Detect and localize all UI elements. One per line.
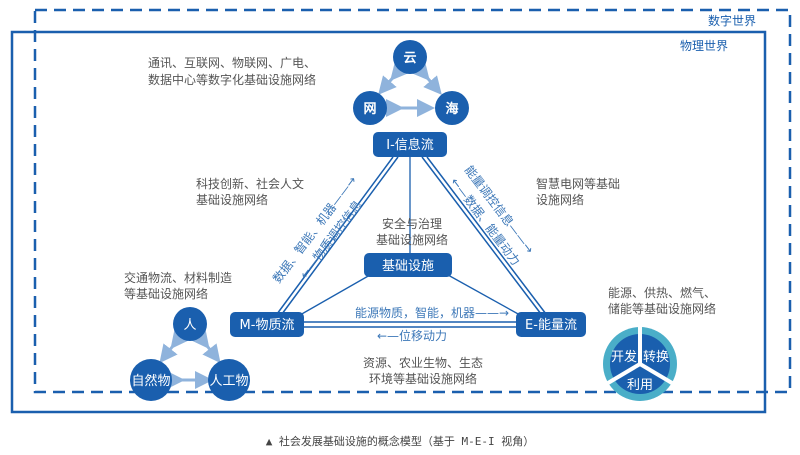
sci-note-1: 科技创新、社会人文 xyxy=(196,176,304,191)
net-node xyxy=(353,91,387,125)
artificial-node xyxy=(208,359,250,401)
human-node xyxy=(173,307,207,341)
bottom-edge-label-left: ←—位移动力 xyxy=(377,328,447,343)
natural-node xyxy=(130,359,172,401)
transport-note-1: 交通物流、材料制造 xyxy=(124,270,232,285)
physical-world-frame xyxy=(10,30,767,414)
energy-flow-node xyxy=(516,312,586,337)
sea-label: 海 xyxy=(445,101,458,117)
energy-note-2: 储能等基础设施网络 xyxy=(608,301,716,316)
sea-node xyxy=(435,91,469,125)
triangle-edges xyxy=(276,156,547,328)
net-label: 网 xyxy=(363,102,376,117)
bottom-edge-label-right: 能源物质，智能，机器——→ xyxy=(355,305,509,320)
cycle-develop-label: 开发 xyxy=(611,349,637,365)
human-label: 人 xyxy=(183,318,196,333)
natural-label: 自然物 xyxy=(131,373,170,389)
grid-note-1: 智慧电网等基础 xyxy=(536,176,620,191)
material-flow-label: M-物质流 xyxy=(240,318,295,333)
artificial-label: 人工物 xyxy=(209,374,248,389)
material-flow-node xyxy=(230,312,304,337)
energy-note-1: 能源、供热、燃气、 xyxy=(608,285,716,300)
energy-cycle-icon xyxy=(603,326,677,401)
resource-note-1: 资源、农业生物、生态 xyxy=(363,356,483,370)
digital-infra-desc-2: 数据中心等数字化基础设施网络 xyxy=(148,72,316,87)
info-flow-label: I-信息流 xyxy=(386,137,434,153)
sci-note-2: 基础设施网络 xyxy=(196,192,268,207)
infra-node xyxy=(364,253,452,277)
info-cluster-arrows xyxy=(378,61,442,117)
digital-world-frame xyxy=(33,8,792,394)
cycle-use-label: 利用 xyxy=(627,378,653,393)
info-flow-node xyxy=(373,132,447,157)
grid-note-2: 设施网络 xyxy=(536,192,584,207)
resource-note-2: 环境等基础设施网络 xyxy=(369,371,477,386)
cycle-convert-label: 转换 xyxy=(643,350,669,365)
security-note-2: 基础设施网络 xyxy=(376,232,448,247)
security-note-1: 安全与治理 xyxy=(382,216,442,231)
cloud-node xyxy=(393,40,427,74)
digital-infra-desc-1: 通讯、互联网、物联网、广电、 xyxy=(148,56,316,70)
transport-note-2: 等基础设施网络 xyxy=(124,286,208,301)
figure-caption: ▲ 社会发展基础设施的概念模型（基于 M-E-I 视角） xyxy=(266,434,535,448)
energy-flow-label: E-能量流 xyxy=(525,318,577,333)
physical-world-label: 物理世界 xyxy=(680,39,728,53)
human-cluster-arrows xyxy=(159,329,221,389)
cloud-label: 云 xyxy=(403,51,416,66)
digital-world-label: 数字世界 xyxy=(708,13,756,28)
infra-label: 基础设施 xyxy=(382,259,434,274)
